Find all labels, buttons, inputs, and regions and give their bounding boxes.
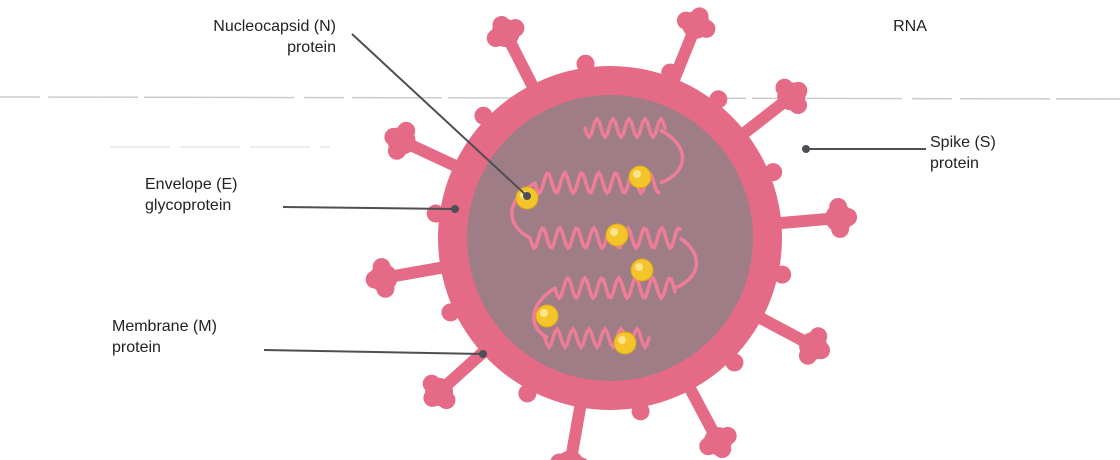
spike-label-line2: protein	[930, 153, 996, 174]
envelope-label-line1: Envelope (E)	[145, 174, 238, 195]
envelope-label: Envelope (E) glycoprotein	[145, 174, 238, 216]
nucleocapsid-protein	[629, 166, 651, 188]
nucleocapsid-protein-highlight	[610, 228, 618, 236]
spike-head-lobe	[366, 271, 384, 289]
nucleocapsid-protein	[536, 305, 558, 327]
membrane-label-line2: protein	[112, 337, 217, 358]
rna-label: RNA	[880, 16, 940, 37]
membrane-leader-dot	[479, 350, 487, 358]
nucleocapsid-label: Nucleocapsid (N) protein	[150, 16, 336, 58]
spike-head-lobe	[789, 82, 807, 100]
spike-label-line1: Spike (S)	[930, 132, 996, 153]
nucleocapsid-protein-highlight	[633, 170, 641, 178]
spike-stalk	[510, 42, 535, 90]
spike-head-lobe	[384, 128, 402, 146]
nucleocapsid-label-line1: Nucleocapsid (N)	[150, 16, 336, 37]
nucleocapsid-protein-highlight	[618, 336, 626, 344]
nucleocapsid-protein	[631, 259, 653, 281]
spike-stalk	[741, 103, 784, 136]
membrane-label: Membrane (M) protein	[112, 316, 217, 358]
spike-stalk	[411, 145, 460, 168]
membrane-leader-line	[264, 350, 483, 354]
spike-stalk	[775, 219, 829, 224]
membrane-label-line1: Membrane (M)	[112, 316, 217, 337]
nucleocapsid-protein	[606, 224, 628, 246]
spike-head-lobe	[492, 16, 510, 34]
spike-head-lobe	[713, 440, 731, 458]
nucleocapsid-leader-dot	[523, 192, 531, 200]
spike-head-lobe	[839, 208, 857, 226]
nucleocapsid-protein	[614, 332, 636, 354]
rna-label-text: RNA	[880, 16, 940, 37]
spike-stalk	[688, 385, 713, 433]
spike-head-lobe	[423, 389, 441, 407]
envelope-leader-line	[283, 207, 453, 209]
spike-head-lobe	[691, 7, 709, 25]
nucleocapsid-protein-highlight	[635, 263, 643, 271]
spike-label: Spike (S) protein	[930, 132, 996, 174]
envelope-leader-dot	[451, 205, 459, 213]
spike-stalk	[572, 401, 581, 454]
spike-stalk	[757, 316, 805, 341]
spike-head-lobe	[812, 341, 830, 359]
envelope-label-line2: glycoprotein	[145, 195, 238, 216]
spike-stalk	[393, 267, 446, 276]
nucleocapsid-label-line2: protein	[150, 37, 336, 58]
nucleocapsid-protein-highlight	[540, 309, 548, 317]
spike-leader-dot	[802, 145, 810, 153]
